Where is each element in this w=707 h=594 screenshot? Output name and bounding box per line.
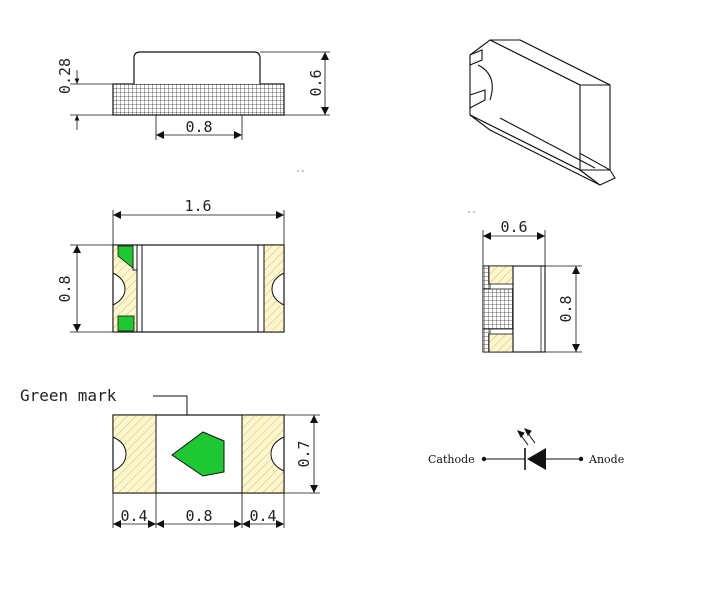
anode-label: Anode <box>588 453 624 466</box>
dim-bottom-gap: 0.8 <box>185 507 212 525</box>
cathode-label: Cathode <box>428 453 475 466</box>
bottom-view: Green mark 0.7 0.4 0.8 0.4 <box>20 386 320 528</box>
light-emission-icon <box>517 428 536 446</box>
diode-triangle <box>527 448 546 470</box>
dim-top-width: 0.8 <box>56 275 74 302</box>
end-view-lens <box>512 265 546 353</box>
dim-side-pad-width: 0.8 <box>185 118 212 136</box>
dim-side-total-height: 0.6 <box>307 69 325 96</box>
top-view-green-mark-bottom <box>117 315 135 332</box>
end-view: 0.6 0.8 <box>482 218 582 353</box>
led-symbol: Cathode Anode <box>428 428 624 470</box>
end-view-mesh <box>482 288 514 330</box>
bottom-view-right-pad <box>241 414 285 494</box>
top-view-green-mark-top <box>117 245 134 269</box>
dim-end-width: 0.6 <box>500 218 527 236</box>
dim-bottom-height: 0.7 <box>295 440 313 467</box>
side-view-lens <box>133 51 261 84</box>
dim-bottom-pad-left: 0.4 <box>120 507 147 525</box>
bottom-view-left-pad <box>112 414 157 494</box>
dim-side-height: 0.28 <box>56 58 74 94</box>
green-mark-label: Green mark <box>20 386 117 405</box>
top-view: 1.6 0.8 <box>56 197 285 333</box>
dim-top-length: 1.6 <box>184 197 211 215</box>
dim-bottom-pad-right: 0.4 <box>249 507 276 525</box>
isometric-view <box>469 39 616 186</box>
side-view-substrate <box>112 83 285 116</box>
side-view: 0.28 0.6 0.8 <box>56 51 330 140</box>
dim-end-height: 0.8 <box>557 295 575 322</box>
green-mark-polarity <box>171 431 225 477</box>
top-view-right-pad <box>263 244 285 333</box>
